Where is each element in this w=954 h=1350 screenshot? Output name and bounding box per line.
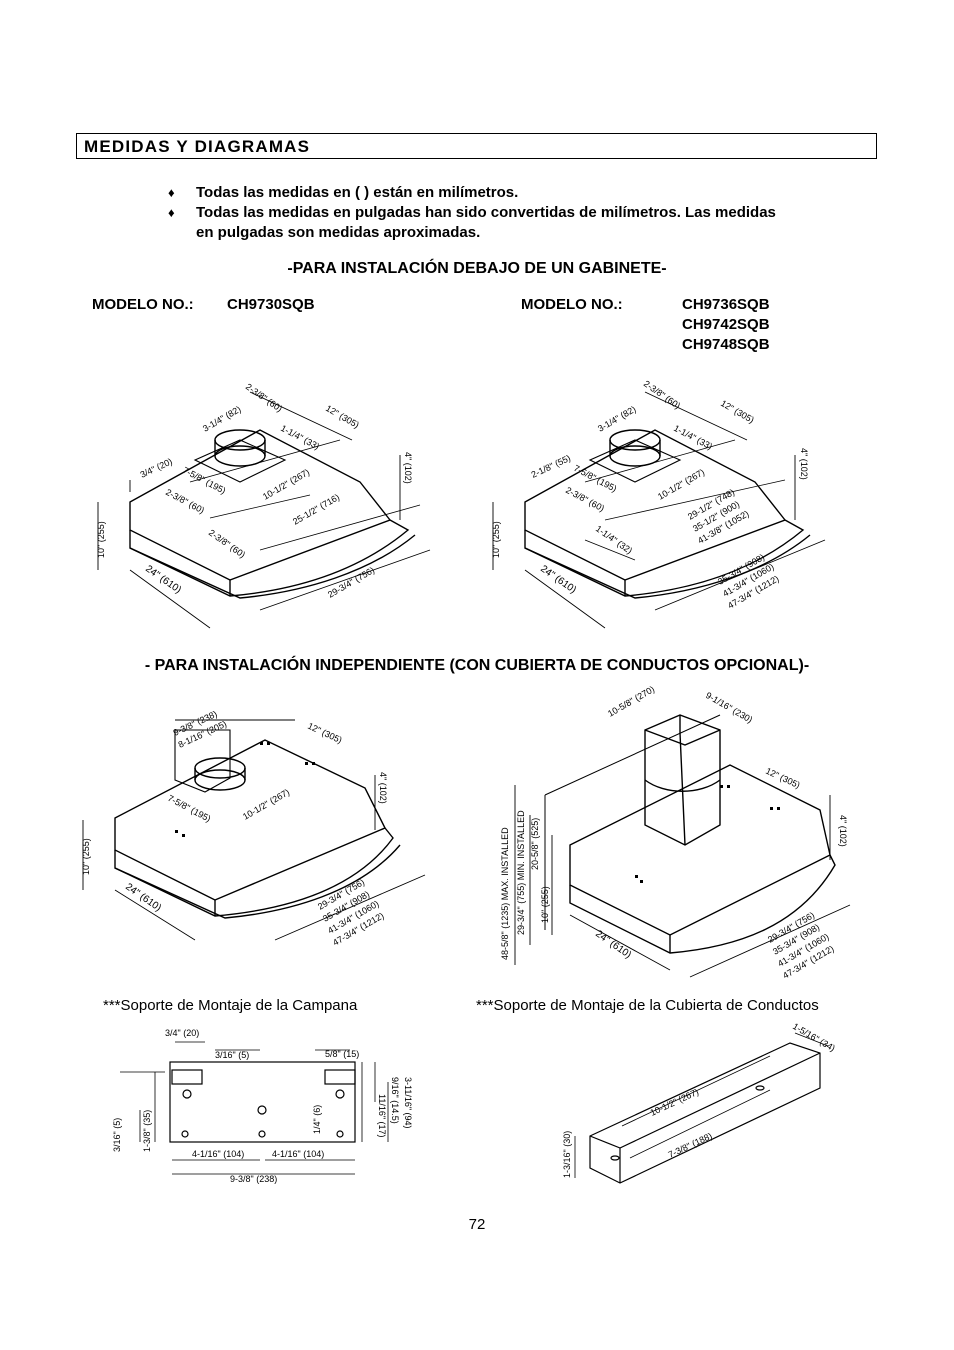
- dim-label: 12" (305): [719, 398, 756, 425]
- bullet-text: Todas las medidas en ( ) están en milíme…: [196, 184, 519, 201]
- dim-label: 20-5/8" (525): [530, 818, 540, 870]
- section-header-box: [76, 133, 877, 159]
- section-title: MEDIDAS Y DIAGRAMAS: [84, 137, 311, 156]
- hood-bracket-caption: ***Soporte de Montaje de la Campana: [103, 997, 358, 1014]
- bullet-mark: ♦: [168, 185, 175, 200]
- dim-label: 2-1/8" (55): [530, 453, 572, 480]
- dim-label: 24" (610): [538, 563, 578, 595]
- dim-label: 3-1/4" (82): [596, 404, 638, 434]
- dim-label: 1-3/8" (35): [142, 1110, 152, 1152]
- dim-label: 1/4" (6): [312, 1105, 322, 1134]
- dim-label: 2-3/8" (60): [164, 487, 206, 516]
- dim-label: 4" (102): [378, 772, 388, 804]
- dim-label: 29-3/4" (755) MIN. INSTALLED: [516, 810, 526, 935]
- bullet-text: Todas las medidas en pulgadas han sido c…: [196, 204, 776, 221]
- dim-label: 4-1/16" (104): [272, 1149, 324, 1159]
- dim-label: 24" (610): [593, 928, 633, 960]
- dim-label: 3-1/4" (82): [201, 404, 243, 434]
- dim-label: 12" (305): [306, 721, 344, 746]
- under-cabinet-heading: -PARA INSTALACIÓN DEBAJO DE UN GABINETE-: [287, 260, 667, 277]
- model-number: CH9730SQB: [227, 296, 315, 313]
- dim-label: 1-5/16" (34): [791, 1021, 837, 1053]
- duct-cover-bracket-caption: ***Soporte de Montaje de la Cubierta de …: [476, 997, 819, 1014]
- model-number: CH9736SQB: [682, 296, 770, 313]
- dim-label: 1-1/4" (33): [672, 423, 714, 452]
- dim-label: 3/4" (20): [139, 456, 174, 480]
- dim-label: 5/8" (15): [325, 1049, 359, 1059]
- under-cabinet-diagram-ch9730: 2-3/8" (60) 12" (305) 3-1/4" (82) 1-1/4"…: [96, 381, 431, 629]
- dim-label: 2-3/8" (60): [642, 378, 682, 410]
- duct-cover-bracket-drawing: 1-5/16" (34) 10-1/2" (267) 7-3/8" (188) …: [562, 1021, 837, 1184]
- dim-label: 3-11/16" (94): [403, 1077, 413, 1129]
- dim-label: 12" (305): [324, 403, 361, 430]
- freestanding-diagram-duct-cover: 10-5/8" (270) 9-1/16" (230) 12" (305) 4"…: [500, 685, 851, 981]
- dim-label: 2-3/8" (60): [207, 527, 247, 559]
- under-cabinet-diagram-ch9736: 2-3/8" (60) 12" (305) 3-1/4" (82) 1-1/4"…: [491, 378, 826, 629]
- dim-label: 3/4" (20): [165, 1028, 199, 1038]
- bullet-mark: ♦: [168, 205, 175, 220]
- model-label-right: MODELO NO.:: [521, 296, 623, 313]
- dim-label: 4-1/16" (104): [192, 1149, 244, 1159]
- dim-label: 29-3/4" (756): [326, 565, 376, 600]
- dim-label: 48-5/8" (1235) MAX. INSTALLED: [500, 827, 510, 960]
- dim-label: 7-5/8" (195): [181, 465, 227, 496]
- dim-label: 24" (610): [123, 881, 163, 913]
- page-number: 72: [468, 1216, 486, 1233]
- dim-label: 1-1/4" (32): [594, 523, 634, 555]
- dim-label: 9-3/8" (238): [230, 1174, 277, 1184]
- dim-label: 11/16" (17): [377, 1094, 387, 1138]
- dim-label: 9/16" (14.5): [390, 1077, 400, 1124]
- dim-label: 2-3/8" (60): [244, 381, 284, 413]
- dim-label: 9-1/16" (230): [704, 690, 754, 725]
- dim-label: 4" (102): [799, 448, 809, 480]
- bullet-text-continued: en pulgadas son medidas aproximadas.: [196, 224, 481, 241]
- dim-label: 7-5/8" (195): [166, 793, 212, 824]
- model-label-left: MODELO NO.:: [92, 296, 194, 313]
- dim-label: 10" (255): [96, 521, 106, 558]
- dim-label: 4" (102): [838, 815, 848, 847]
- freestanding-diagram-bracket: 9-3/8" (238) 8-1/16" (205) 12" (305) 4" …: [81, 709, 426, 948]
- model-number: CH9742SQB: [682, 316, 770, 333]
- freestanding-heading: - PARA INSTALACIÓN INDEPENDIENTE (CON CU…: [144, 657, 810, 674]
- dim-label: 10" (255): [540, 886, 550, 923]
- dim-label: 3/16" (5): [112, 1118, 122, 1152]
- dim-label: 12" (305): [764, 766, 802, 791]
- dim-label: 7-3/8" (188): [667, 1131, 714, 1160]
- dim-label: 24" (610): [143, 563, 183, 595]
- dim-label: 1-1/4" (33): [279, 423, 321, 452]
- dim-label: 10" (255): [81, 838, 91, 875]
- dim-label: 25-1/2" (716): [291, 492, 341, 527]
- dim-label: 10-1/2" (267): [656, 467, 706, 502]
- dim-label: 4" (102): [403, 452, 413, 484]
- dim-label: 10" (255): [491, 521, 501, 558]
- dim-label: 2-3/8" (60): [564, 485, 606, 514]
- hood-bracket-drawing: 3/4" (20) 3/16" (5) 5/8" (15) 3-11/16" (…: [112, 1028, 413, 1184]
- model-number: CH9748SQB: [682, 336, 770, 353]
- dim-label: 10-5/8" (270): [606, 685, 656, 719]
- dim-label: 1-3/16" (30): [562, 1131, 572, 1178]
- dim-label: 3/16" (5): [215, 1050, 249, 1060]
- dim-label: 10-1/2" (267): [241, 787, 291, 822]
